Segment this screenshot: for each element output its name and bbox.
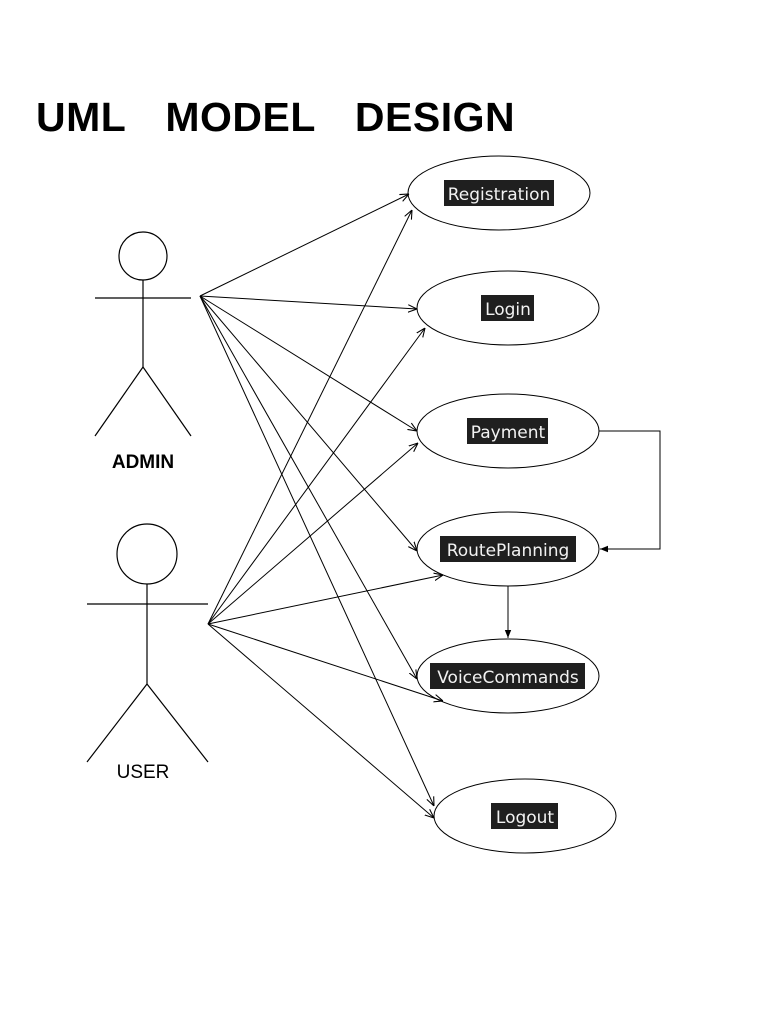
- payment-label-bg: [467, 418, 548, 444]
- user-to-registration-arrow: [207, 210, 412, 625]
- admin-to-logout-arrow: [199, 295, 434, 806]
- logout-label-bg: [491, 803, 558, 829]
- user-label: USER: [117, 762, 170, 783]
- logout-label: Logout: [496, 808, 555, 828]
- admin-to-login-arrow: [199, 295, 417, 309]
- user-to-payment-arrow: [207, 443, 418, 625]
- page-title: UML MODEL DESIGN: [36, 94, 516, 140]
- login-label-bg: [481, 295, 534, 321]
- admin-to-route-planning-arrow: [199, 295, 417, 551]
- payment-label: Payment: [471, 423, 546, 443]
- user-to-route-planning-arrow: [207, 575, 443, 625]
- admin-head: [118, 231, 168, 281]
- user-head: [116, 523, 178, 585]
- admin-left-leg: [94, 366, 144, 437]
- route-planning-label: RoutePlanning: [447, 541, 570, 561]
- user-to-logout-arrow: [207, 623, 434, 818]
- voice-commands-label: VoiceCommands: [437, 668, 579, 688]
- admin-label: ADMIN: [112, 452, 174, 473]
- user-left-leg: [86, 683, 148, 763]
- user-right-leg: [146, 683, 209, 763]
- admin-to-payment-arrow: [199, 295, 417, 431]
- user-actor: [86, 523, 209, 763]
- registration-label: Registration: [448, 185, 551, 205]
- login-label: Login: [485, 300, 531, 320]
- payment-to-route-planning-connector: [599, 430, 661, 553]
- admin-to-registration-arrow: [199, 194, 409, 297]
- registration-label-bg: [444, 180, 554, 206]
- user-to-voice-commands-arrow: [207, 623, 443, 701]
- voice-commands-label-bg: [430, 663, 585, 689]
- user-to-login-arrow: [207, 328, 425, 625]
- route-planning-label-bg: [440, 536, 576, 562]
- admin-right-leg: [142, 366, 192, 437]
- admin-actor: [94, 231, 192, 437]
